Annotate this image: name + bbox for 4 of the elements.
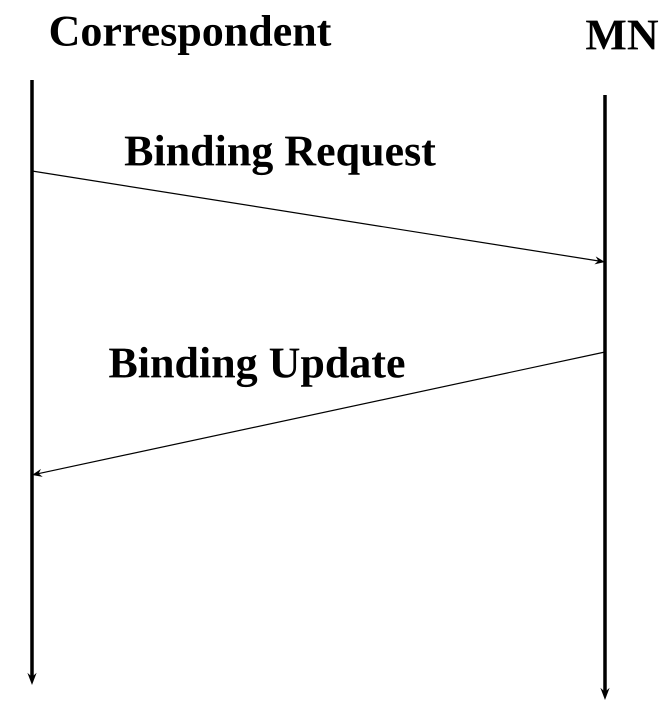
edge-label: Binding Update bbox=[109, 346, 404, 388]
participant-label: Correspondent bbox=[50, 15, 332, 55]
edge-label: Binding Request bbox=[124, 134, 436, 176]
participant-label: MN bbox=[586, 20, 658, 50]
